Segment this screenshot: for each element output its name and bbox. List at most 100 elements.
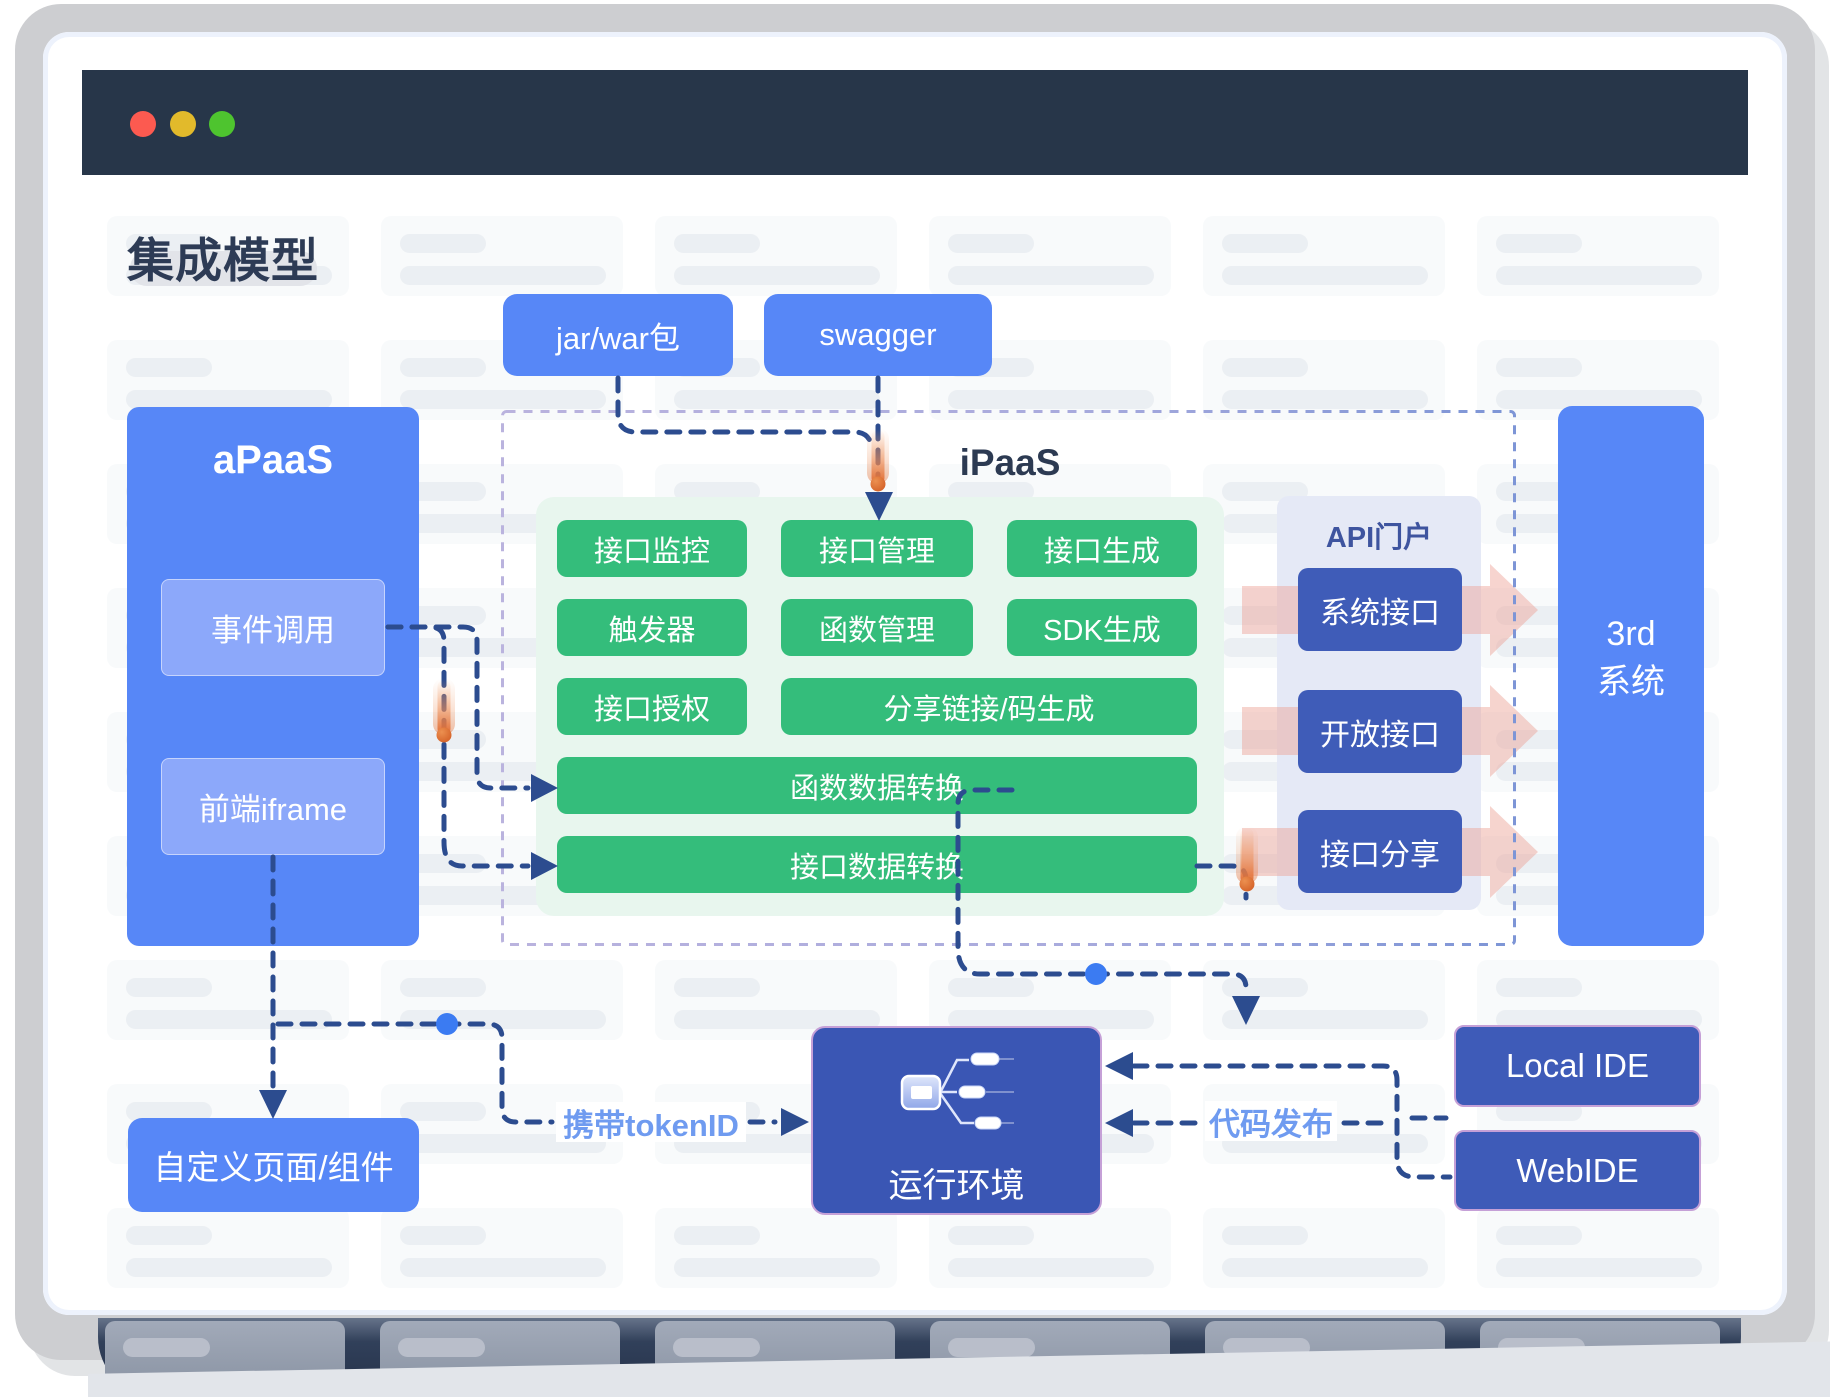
skeleton-bar: [1222, 978, 1308, 997]
node-open-api[interactable]: 开放接口: [1298, 690, 1462, 773]
node-swagger-label: swagger: [819, 317, 937, 352]
node-func-manage-label: 函数管理: [818, 614, 935, 647]
node-third-system-line2: 系统: [1597, 663, 1665, 701]
skeleton-bar: [1222, 266, 1428, 285]
node-sdk-generate-label: SDK生成: [1043, 614, 1161, 647]
node-local-ide-label: Local IDE: [1505, 1047, 1650, 1084]
node-api-generate[interactable]: 接口生成: [1007, 520, 1197, 577]
skeleton-bar: [1496, 266, 1702, 285]
skeleton-bar: [126, 1010, 332, 1029]
node-api-monitor-label: 接口监控: [593, 535, 710, 568]
browser-window: 集成模型 jar/war包 swagger aPaaS 事件调用 前端ifram…: [43, 32, 1787, 1315]
node-open-api-label: 开放接口: [1320, 718, 1440, 752]
skeleton-bar: [948, 978, 1034, 997]
node-system-api[interactable]: 系统接口: [1298, 568, 1462, 651]
skeleton-bar: [400, 1134, 606, 1153]
node-share-link[interactable]: 分享链接/码生成: [781, 678, 1197, 735]
skeleton-bar: [126, 1226, 212, 1245]
skeleton-bar: [400, 482, 486, 501]
node-jar-war[interactable]: jar/war包: [503, 294, 733, 376]
close-window-icon[interactable]: [130, 111, 156, 137]
skeleton-bar: [400, 606, 486, 625]
api-portal-label: API门户: [1325, 522, 1433, 554]
node-api-auth[interactable]: 接口授权: [557, 678, 747, 735]
skeleton-bar: [400, 1258, 606, 1277]
node-custom-page-label: 自定义页面/组件: [153, 1149, 394, 1186]
node-system-api-label: 系统接口: [1320, 596, 1440, 630]
skeleton-bar: [948, 1226, 1034, 1245]
skeleton-bar: [948, 266, 1154, 285]
node-trigger-label: 触发器: [608, 614, 696, 647]
skeleton-bar: [1222, 390, 1428, 409]
node-third-system[interactable]: 3rd 系统: [1558, 406, 1704, 946]
minimize-window-icon[interactable]: [170, 111, 196, 137]
skeleton-bar: [126, 390, 332, 409]
skeleton-bar: [400, 390, 606, 409]
node-api-monitor[interactable]: 接口监控: [557, 520, 747, 577]
skeleton-bar: [674, 1010, 880, 1029]
skeleton-bar: [400, 234, 486, 253]
node-runtime[interactable]: [811, 1026, 1102, 1215]
skeleton-bar: [400, 1102, 486, 1121]
node-custom-page[interactable]: 自定义页面/组件: [128, 1118, 419, 1212]
node-api-share[interactable]: 接口分享: [1298, 810, 1462, 893]
skeleton-bar: [1222, 358, 1308, 377]
skeleton-bar: [126, 1258, 332, 1277]
skeleton-bar: [1496, 1258, 1702, 1277]
skeleton-bar: [674, 234, 760, 253]
node-web-ide[interactable]: WebIDE: [1454, 1130, 1701, 1211]
laptop-key-pill: [123, 1338, 210, 1357]
node-share-link-label: 分享链接/码生成: [883, 693, 1095, 726]
skeleton-bar: [400, 1226, 486, 1245]
skeleton-bar: [400, 978, 486, 997]
node-api-share-label: 接口分享: [1320, 838, 1440, 872]
zoom-window-icon[interactable]: [209, 111, 235, 137]
skeleton-bar: [126, 978, 212, 997]
node-sdk-generate[interactable]: SDK生成: [1007, 599, 1197, 656]
skeleton-bar: [400, 266, 606, 285]
skeleton-bar: [674, 1258, 880, 1277]
window-content: 集成模型 jar/war包 swagger aPaaS 事件调用 前端ifram…: [43, 32, 1787, 1315]
node-event-call-label: 事件调用: [211, 613, 335, 648]
node-ipaas-label: iPaaS: [959, 442, 1061, 483]
skeleton-bar: [126, 358, 212, 377]
node-api-transform[interactable]: 接口数据转换: [557, 836, 1197, 893]
skeleton-bar: [1496, 234, 1582, 253]
skeleton-bar: [674, 266, 880, 285]
skeleton-bar: [1496, 390, 1702, 409]
node-func-manage[interactable]: 函数管理: [781, 599, 973, 656]
runtime-tree-icon: [900, 1052, 1014, 1130]
node-func-transform-label: 函数数据转换: [789, 772, 964, 805]
flow-label-deploy: 代码发布: [1205, 1101, 1337, 1142]
skeleton-bar: [400, 1010, 606, 1029]
flow-label-token: 携带tokenID: [556, 1102, 746, 1143]
node-trigger[interactable]: 触发器: [557, 599, 747, 656]
page-title: 集成模型: [127, 234, 319, 287]
skeleton-bar: [1222, 234, 1308, 253]
skeleton-bar: [1496, 978, 1582, 997]
skeleton-bar: [400, 358, 486, 377]
node-web-ide-label: WebIDE: [1516, 1151, 1639, 1189]
node-apaas-label: aPaaS: [212, 438, 334, 482]
skeleton-bar: [674, 390, 880, 409]
node-swagger[interactable]: swagger: [764, 294, 992, 376]
skeleton-bar: [674, 978, 760, 997]
node-api-manage[interactable]: 接口管理: [781, 520, 973, 577]
node-api-generate-label: 接口生成: [1043, 535, 1160, 568]
node-apaas[interactable]: [127, 407, 419, 946]
skeleton-bar: [1496, 1226, 1582, 1245]
node-api-transform-label: 接口数据转换: [789, 851, 964, 884]
skeleton-bar: [674, 1226, 760, 1245]
laptop-key-pill: [673, 1338, 760, 1357]
node-jar-war-label: jar/war包: [555, 320, 680, 356]
node-front-iframe[interactable]: 前端iframe: [161, 758, 385, 855]
skeleton-bar: [948, 1258, 1154, 1277]
node-func-transform[interactable]: 函数数据转换: [557, 757, 1197, 814]
node-event-call[interactable]: 事件调用: [161, 579, 385, 676]
skeleton-bar: [1496, 1010, 1702, 1029]
browser-titlebar: [82, 70, 1748, 175]
skeleton-bar: [948, 234, 1034, 253]
skeleton-bar: [1496, 358, 1582, 377]
node-local-ide[interactable]: Local IDE: [1454, 1025, 1701, 1107]
